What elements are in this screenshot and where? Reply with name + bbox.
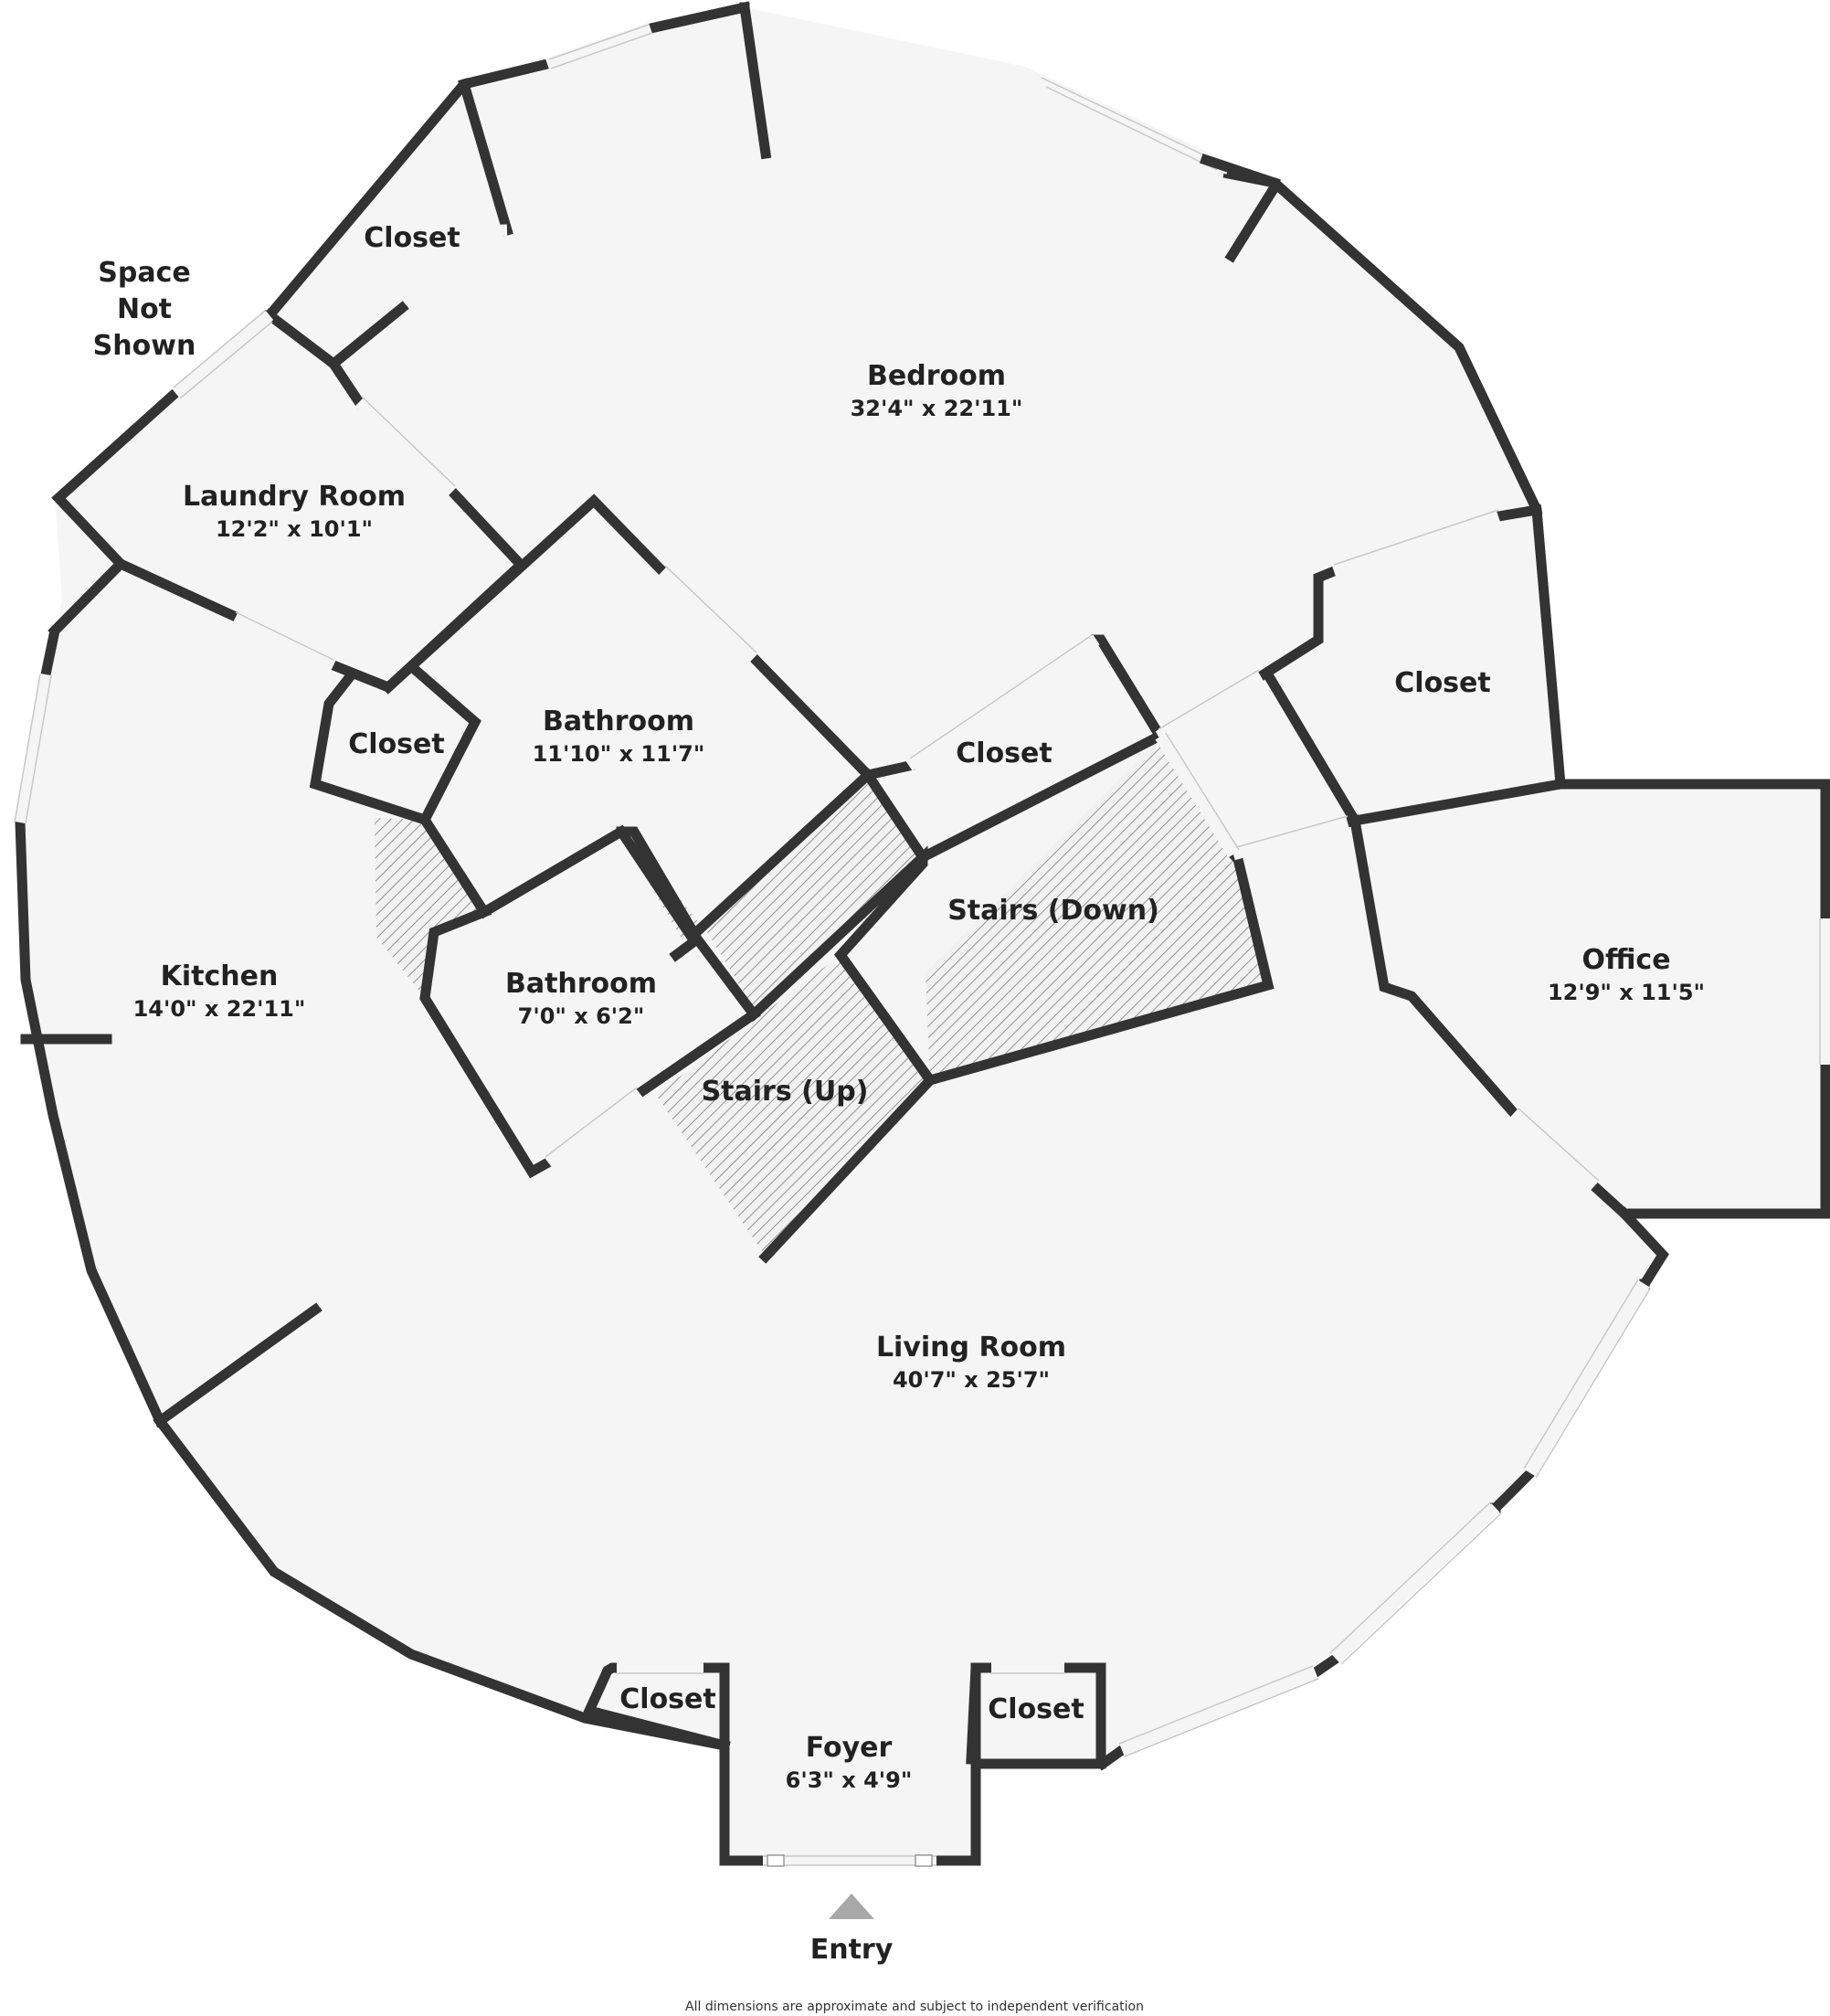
stairs-upper-area bbox=[702, 781, 923, 1013]
kitchen-dims: 14'0" x 22'11" bbox=[133, 996, 306, 1022]
space-not-shown-label-2: Not bbox=[117, 293, 172, 325]
closet-foyer-left-label: Closet bbox=[619, 1683, 715, 1715]
space-not-shown-label-3: Shown bbox=[93, 330, 196, 362]
bathroom-2-label: Bathroom bbox=[505, 968, 657, 1000]
living-east-wall-2 bbox=[1488, 1466, 1538, 1515]
bath1-east-wall bbox=[746, 651, 1166, 865]
closet-east-label: Closet bbox=[1394, 667, 1490, 699]
bath-hatch-area bbox=[375, 818, 484, 998]
living-south-east-wall bbox=[1308, 1651, 1343, 1680]
bedroom-dims: 32'4" x 22'11" bbox=[851, 396, 1023, 421]
bedroom-label: Bedroom bbox=[867, 360, 1006, 392]
stairs-center-wall bbox=[687, 768, 875, 941]
office-dims: 12'9" x 11'5" bbox=[1548, 980, 1705, 1005]
foyer-label: Foyer bbox=[806, 1732, 893, 1764]
kitchen-label: Kitchen bbox=[161, 960, 279, 992]
bath1-wall bbox=[381, 493, 670, 695]
closet-laundry-wall bbox=[309, 665, 481, 826]
kitchen-west-wall-top bbox=[48, 557, 128, 638]
disclaimer: All dimensions are approximate and subje… bbox=[685, 2000, 1144, 2014]
nw-closet-wall-2 bbox=[326, 301, 409, 371]
east-closet-wall bbox=[1253, 564, 1341, 684]
office-wall bbox=[1555, 779, 1830, 1219]
stairs-up-area bbox=[656, 955, 930, 1257]
foyer-left-closet-wall bbox=[582, 1662, 731, 1752]
closet-nw-label: Closet bbox=[364, 222, 460, 254]
foyer-wall-right bbox=[931, 1758, 981, 1866]
office-label: Office bbox=[1581, 944, 1670, 976]
laundry-bedroom-wall bbox=[262, 308, 366, 409]
floor-area bbox=[18, 7, 1825, 1861]
foyer-right-closet-wall bbox=[966, 1662, 1106, 1769]
center-closet-wall bbox=[862, 759, 915, 781]
windows bbox=[14, 2, 1830, 1867]
bath2-wall bbox=[477, 824, 702, 962]
stairs-down-area bbox=[926, 738, 1268, 1083]
bath2-strip-wall bbox=[616, 826, 702, 941]
nw-closet-wall bbox=[458, 78, 513, 237]
bathroom-1-label: Bathroom bbox=[543, 706, 694, 737]
closet-laundry-label: Closet bbox=[348, 728, 444, 760]
closet-foyer-right-label: Closet bbox=[988, 1693, 1084, 1725]
east-closet-bottom bbox=[1341, 814, 1361, 829]
living-south-east-wall-3 bbox=[1095, 1743, 1129, 1771]
living-south-west-wall bbox=[153, 1414, 731, 1752]
bathroom-2-dims: 7'0" x 6'2" bbox=[518, 1003, 645, 1029]
bedroom-wall-nub bbox=[1224, 180, 1282, 263]
center-closet-east bbox=[1091, 634, 1168, 744]
stairs-up-label: Stairs (Up) bbox=[702, 1076, 869, 1108]
office-wall-inner bbox=[1349, 778, 1567, 1120]
kitchen-west-wall bbox=[15, 817, 167, 1428]
entry-label: Entry bbox=[810, 1934, 894, 1966]
bathroom-1-dims: 11'10" x 11'7" bbox=[533, 741, 705, 767]
space-not-shown-label-1: Space bbox=[98, 257, 190, 289]
laundry-bottom-wall bbox=[113, 557, 243, 624]
entry-arrow-icon bbox=[829, 1894, 874, 1919]
laundry-dims: 12'2" x 10'1" bbox=[216, 516, 373, 542]
living-label: Living Room bbox=[876, 1332, 1066, 1363]
bath1-lower-wall bbox=[418, 812, 555, 1179]
foyer-dims: 6'3" x 4'9" bbox=[786, 1767, 913, 1793]
east-closet-wall-2 bbox=[1492, 504, 1543, 523]
kitchen-divider-wall bbox=[153, 1302, 323, 1428]
living-dims: 40'7" x 25'7" bbox=[893, 1367, 1050, 1393]
laundry-label: Laundry Room bbox=[183, 481, 406, 513]
stairs-up-wall bbox=[746, 845, 937, 1264]
living-east-wall bbox=[1617, 1206, 1669, 1291]
closet-center-label: Closet bbox=[956, 737, 1052, 769]
east-closet-divider bbox=[1263, 671, 1362, 828]
stairs-down-label: Stairs (Down) bbox=[947, 895, 1159, 927]
